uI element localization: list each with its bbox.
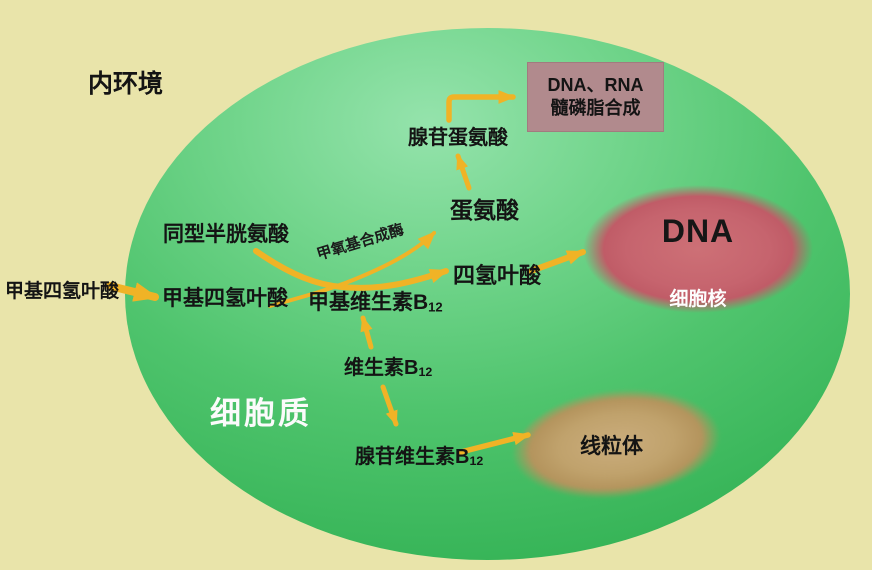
- arrow-thf-to-nucleus: [528, 249, 586, 274]
- synthesis-box: DNA、RNA 髓磷脂合成: [527, 62, 664, 132]
- arrow-homocysteine-arc: [253, 248, 449, 291]
- arrow-adenosylmethionine-to-box: [446, 90, 516, 123]
- label-cytoplasm: 细胞质: [210, 396, 312, 431]
- label-methyl-b12-text: 甲基维生素B: [308, 291, 429, 314]
- arrow-b12-to-methylb12: [360, 315, 374, 350]
- label-methyl-thf-inner: 甲基四氢叶酸: [162, 287, 288, 310]
- label-nucleus: 细胞核: [669, 289, 727, 310]
- label-dna: DNA: [661, 213, 735, 249]
- arrow-entry-methyl-thf: [106, 282, 159, 302]
- nucleus-ellipse: [583, 185, 813, 313]
- arrow-adenosylb12-to-mitochondria: [458, 431, 531, 455]
- label-methyl-b12: 甲基维生素B12: [308, 286, 443, 316]
- label-adenosyl-b12-text: 腺苷维生素B: [355, 446, 470, 468]
- label-homocysteine: 同型半胱氨酸: [163, 223, 289, 246]
- label-mitochondria: 线粒体: [580, 435, 643, 458]
- label-b12: 维生素B12: [344, 351, 432, 380]
- label-methyl-b12-sub: 12: [428, 299, 443, 315]
- arrow-methylthf-to-methionine-arc: [268, 231, 436, 308]
- label-methyl-thf-outer: 甲基四氢叶酸: [5, 281, 120, 302]
- label-adenosyl-b12: 腺苷维生素B12: [355, 440, 483, 469]
- arrow-b12-to-adenosylb12: [380, 384, 399, 427]
- arrow-methionine-to-adenosylmethionine: [455, 153, 472, 191]
- label-b12-sub: 12: [418, 365, 433, 380]
- label-adenosyl-methionine: 腺苷蛋氨酸: [408, 127, 508, 149]
- label-methionine: 蛋氨酸: [450, 197, 519, 223]
- synthesis-box-line2: 髓磷脂合成: [550, 98, 641, 118]
- synthesis-box-line1: DNA、RNA: [547, 74, 644, 95]
- label-internal-environment: 内环境: [88, 70, 164, 98]
- label-b12-text: 维生素B: [344, 357, 419, 379]
- label-thf: 四氢叶酸: [453, 263, 542, 288]
- label-adenosyl-b12-sub: 12: [469, 454, 484, 469]
